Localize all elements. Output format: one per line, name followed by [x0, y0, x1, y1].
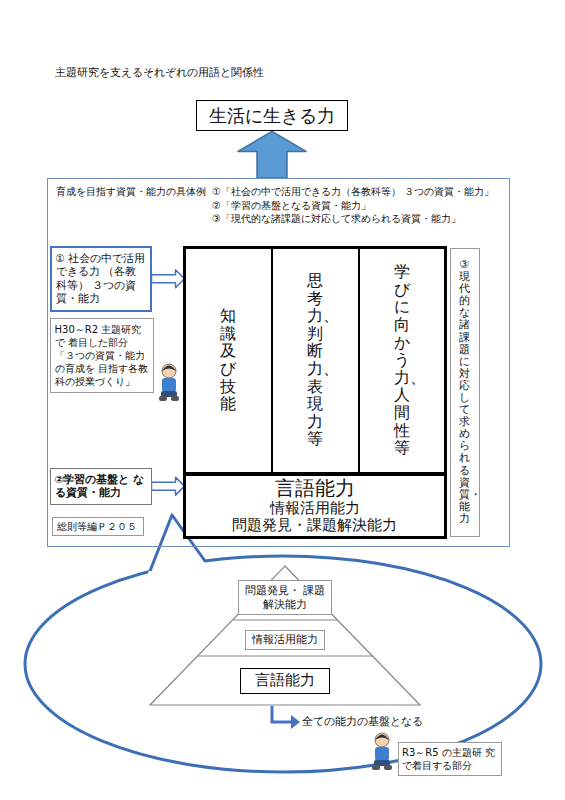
pyramid-tier-text: 言語能力: [255, 671, 315, 691]
ability-column: 思考力、判断力、表現力等: [272, 248, 359, 473]
note-callout: R3～R5 の主題研 究で着目する部分: [398, 742, 502, 776]
pyramid-tier-text: 問題発見・ 課題解決能力: [243, 584, 327, 611]
frame-panel-text: ③「現代的な諸課題に対応して求められる資質・能力」: [212, 212, 504, 226]
pyramid-divider: [198, 655, 372, 656]
pyramid-tier: 情報活用能力: [245, 630, 325, 650]
frame-panel: 育成を目指す資質・能力の具体例 ①「社会の中で活用できる力（各教科等） ３つの資質…: [47, 178, 510, 547]
speech-bubble: [25, 556, 541, 772]
source-note-text: 総則等編Ｐ２０５: [57, 520, 139, 533]
pyramid-tier: 言語能力: [240, 668, 330, 694]
basis-label: 全ての能力の基盤となる: [302, 714, 423, 729]
ability-column-text: 思考力、判断力、表現力等: [307, 272, 323, 448]
goal-box: 生活に生きる力: [196, 100, 348, 131]
person-figure: [159, 364, 179, 401]
ability-box: ① 社会の中で活用 できる力 （各教科等） ３つの資質・能力: [50, 246, 152, 313]
person-figure: [372, 733, 392, 770]
source-note: 総則等編Ｐ２０５: [52, 517, 144, 536]
block-arrow: [238, 131, 306, 178]
foundation-band-text: 情報活用能力: [270, 500, 360, 517]
basis-arrow-head: [291, 715, 300, 729]
ability-column-text: 学びに向かう力、人間性等: [394, 263, 410, 457]
basis-arrow: [272, 706, 292, 722]
foundation-band: 言語能力情報活用能力問題発見・課題解決能力: [185, 473, 445, 537]
ability-column-text: 知識及び技能: [220, 307, 236, 413]
ability-box-text: ① 社会の中で活用 できる力 （各教科等） ３つの資質・能力: [56, 252, 146, 307]
note-callout: H30～R2 主題研究で 着目した部分 「３つの資質・能力の育成を 目指す各教科…: [50, 318, 154, 393]
note-callout-text: R3～R5 の主題研 究で着目する部分: [402, 746, 498, 772]
frame-panel-text: ①「社会の中で活用できる力（各教科等） ３つの資質・能力」: [212, 185, 504, 199]
page-title: 主題研究を支えるそれぞれの用語と関係性: [55, 66, 264, 80]
frame-panel-text: 育成を目指す資質・能力の具体例: [56, 185, 208, 226]
connector-arrow: [152, 477, 185, 495]
pyramid-tier-text: 情報活用能力: [252, 633, 318, 647]
foundation-band-text: 言語能力: [275, 477, 355, 500]
side-column: ③現代的な諸課題に対応して求められる資質・能力: [450, 248, 480, 537]
side-column-text: ③現代的な諸課題に対応して求められる資質・能力: [459, 259, 470, 525]
pyramid: [150, 566, 420, 705]
frame-panel-text: ②「学習の基盤となる資質・能力」: [212, 199, 504, 213]
connector-arrow: [152, 270, 185, 288]
ability-column: 知識及び技能: [185, 248, 272, 473]
pyramid-tier: 問題発見・ 課題解決能力: [238, 580, 332, 615]
ability-column: 学びに向かう力、人間性等: [359, 248, 445, 473]
pyramid-divider: [233, 619, 337, 620]
note-callout-text: H30～R2 主題研究で 着目した部分 「３つの資質・能力の育成を 目指す各教科…: [55, 323, 149, 388]
goal-box-text: 生活に生きる力: [209, 104, 335, 127]
ability-box-text: ②学習の基盤と なる資質・能力: [55, 473, 147, 500]
foundation-band-text: 問題発見・課題解決能力: [232, 517, 397, 534]
ability-box: ②学習の基盤と なる資質・能力: [50, 468, 152, 505]
